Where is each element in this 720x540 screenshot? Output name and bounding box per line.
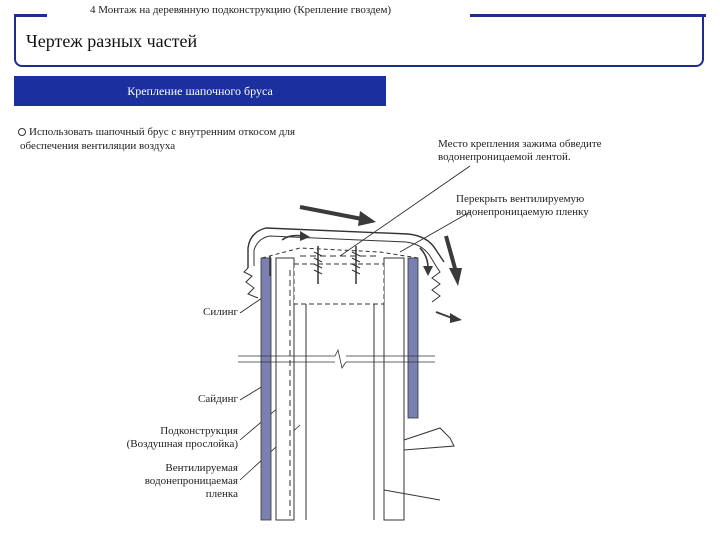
cap-beam-inner xyxy=(293,263,385,305)
stud-right xyxy=(383,257,405,521)
screw-icon xyxy=(351,246,361,284)
label-siding-2: Сайдинг xyxy=(198,393,238,405)
header-rule-left xyxy=(14,14,47,17)
lower-bracket-leg xyxy=(383,470,441,501)
airflow-arrow-icon xyxy=(299,205,363,221)
break-symbol xyxy=(334,348,347,370)
callout-line: водонепроницаемую пленку xyxy=(456,206,589,218)
clip-right xyxy=(431,265,441,303)
callout-line: Вентилируемая xyxy=(165,462,238,474)
callout-clip-tape: Место крепления зажима обведите водонепр… xyxy=(438,138,602,164)
clip-left xyxy=(243,267,259,299)
callout-line: Перекрыть вентилируемую xyxy=(456,193,585,205)
label-vent-film: Вентилируемая водонепроницаемая пленка xyxy=(145,462,238,501)
section-header: 4 Монтаж на деревянную подконструкцию (К… xyxy=(90,4,392,16)
leader-line xyxy=(399,211,471,253)
siding-panel-right xyxy=(407,257,419,419)
cap-profile-inner xyxy=(253,235,437,267)
section-banner: Крепление шапочного бруса xyxy=(14,76,386,106)
stud-left xyxy=(275,257,295,521)
bullet-circle-icon xyxy=(18,128,26,137)
airflow-curve-icon xyxy=(419,247,429,269)
lower-bracket xyxy=(403,427,455,451)
callout-line: водонепроницаемая xyxy=(144,475,238,487)
siding-panel-left xyxy=(260,257,272,521)
callout-film-overlap: Перекрыть вентилируемую водонепроницаему… xyxy=(456,193,589,219)
callout-line: Место крепления зажима обведите xyxy=(438,138,602,150)
page-title: Чертеж разных частей xyxy=(26,31,198,51)
cap-profile-outer xyxy=(247,227,445,268)
screw-icon xyxy=(313,246,323,284)
bullet-line-1: Использовать шапочный брус с внутренним … xyxy=(29,126,296,138)
callout-line: пленка xyxy=(205,488,238,500)
callout-line: водонепроницаемой лентой. xyxy=(438,151,571,163)
airflow-arrow-icon xyxy=(444,235,458,273)
title-frame: Чертеж разных частей xyxy=(14,17,704,67)
label-siding-1: Силинг xyxy=(203,306,238,318)
leader-line xyxy=(339,165,471,257)
leader-line xyxy=(239,297,263,314)
callout-line: Подконструкция xyxy=(160,425,238,437)
bullet-line-2: обеспечения вентиляции воздуха xyxy=(20,140,176,152)
airflow-arrow-head xyxy=(449,268,462,286)
airflow-arrow-icon xyxy=(435,311,453,319)
airflow-arrow-head xyxy=(358,211,376,226)
callout-line: (Воздушная прослойка) xyxy=(126,438,238,450)
cap-film-line xyxy=(261,247,419,259)
label-subconstruction: Подконструкция (Воздушная прослойка) xyxy=(127,425,238,451)
instruction-bullet: Использовать шапочный брус с внутренним … xyxy=(18,125,338,153)
header-rule-right xyxy=(470,14,706,17)
